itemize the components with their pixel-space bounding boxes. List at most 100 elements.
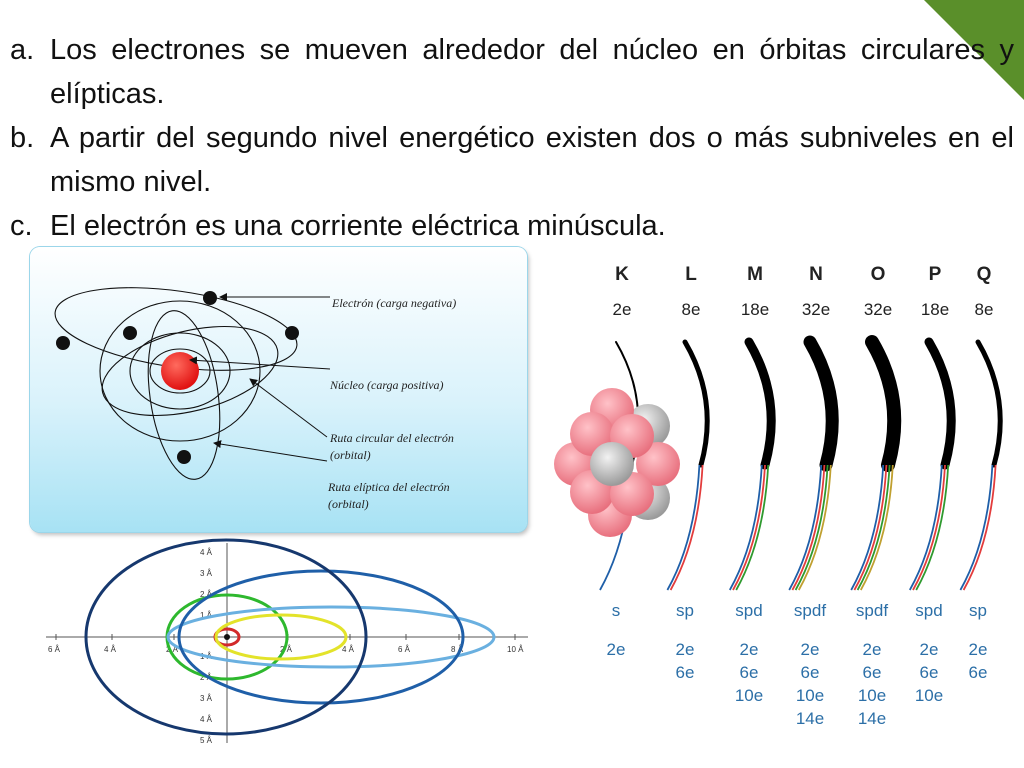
shell-arc-line (729, 464, 763, 591)
orbit-ellipse (177, 569, 465, 705)
shell-arc-line (912, 464, 946, 591)
shell-capacity: 8e (975, 300, 994, 319)
y-tick-label: 1 Å (200, 611, 213, 620)
shell-arc-line (860, 464, 894, 591)
y-tick-labels: 4 Å3 Å2 Å1 Å1 Å2 Å3 Å4 Å5 Å (200, 548, 213, 745)
shell-arc-line (798, 464, 832, 591)
y-tick-label: 4 Å (200, 548, 213, 557)
subshell-electrons: 6e (740, 663, 759, 682)
shell-arc-black (865, 335, 902, 472)
x-tick-label: 4 Å (342, 645, 355, 654)
orbit-paths (54, 287, 298, 480)
x-tick-label: 2 Å (280, 645, 293, 654)
shell-arc-line (735, 464, 770, 591)
subshell-electrons: 10e (915, 686, 943, 705)
shell-arc-black (682, 339, 710, 468)
shell-capacity: 18e (741, 300, 769, 319)
electron-dot (285, 326, 299, 340)
y-tick-label: 3 Å (200, 569, 213, 578)
shell-arc-line (962, 464, 997, 591)
subshell-electrons: 14e (796, 709, 824, 728)
shell-capacity: 2e (613, 300, 632, 319)
shell-capacity: 32e (864, 300, 892, 319)
x-tick-label: 8 Å (451, 645, 464, 654)
subshell-electrons: 6e (863, 663, 882, 682)
label-electron: Electrón (carga negativa) (331, 296, 456, 310)
shell-letter: Q (977, 264, 992, 285)
shell-arc-line (791, 464, 826, 591)
bullet-marker: a. (10, 34, 35, 66)
bullet-b: b. A partir del segundo nivel energético… (10, 116, 1014, 204)
shell-arc-line (856, 464, 891, 591)
label-circular-path: Ruta circular del electrón (329, 431, 454, 445)
subshell-labels: s2esp2e6espd2e6e10espdf2e6e10e14espdf2e6… (607, 601, 988, 728)
bullet-text: Los electrones se mueven alrededor del n… (50, 34, 1014, 110)
label-circular-path-orbital: (orbital) (330, 448, 371, 462)
shell-capacity: 18e (921, 300, 949, 319)
bullet-marker: b. (10, 122, 35, 154)
x-tick-label: 6 Å (398, 645, 411, 654)
y-tick-label: 4 Å (200, 715, 213, 724)
shell-arc-line (850, 464, 885, 591)
subshell-type: spd (915, 601, 942, 620)
y-tick-label: 3 Å (200, 694, 213, 703)
shell-arc-line (794, 464, 829, 591)
shell-letter: O (871, 264, 886, 285)
shell-capacity: 8e (682, 300, 701, 319)
shell-arc-line (915, 464, 950, 591)
subshell-electrons: 6e (676, 663, 695, 682)
bullet-c: c. El electrón es una corriente eléctric… (10, 204, 1014, 248)
y-tick-label: 2 Å (200, 590, 213, 599)
shell-letter: P (929, 264, 942, 285)
subshell-electrons: 14e (858, 709, 886, 728)
bullet-text: El electrón es una corriente eléctrica m… (50, 210, 666, 242)
bullet-list: a. Los electrones se mueven alrededor de… (10, 28, 1014, 248)
shell-arc-line (669, 464, 704, 591)
orbit-ellipse (84, 538, 368, 736)
subshell-electrons: 6e (920, 663, 939, 682)
shell-arc-black (924, 337, 956, 470)
shell-arc-black (803, 335, 839, 472)
orbit-ellipses (84, 538, 496, 736)
atom-diagram: Electrón (carga negativa) Núcleo (carga … (54, 287, 456, 511)
subshell-electrons: 2e (920, 640, 939, 659)
shell-capacity: 32e (802, 300, 830, 319)
plot-origin (224, 634, 230, 640)
subshell-type: spd (735, 601, 762, 620)
nucleus-cluster (554, 388, 680, 537)
electron-dot (123, 326, 137, 340)
label-elliptic-path: Ruta elíptica del electrón (327, 480, 450, 494)
shell-arc-black (744, 337, 776, 470)
x-tick-label: 10 Å (507, 645, 524, 654)
x-tick-label: 6 Å (48, 645, 61, 654)
bullet-a: a. Los electrones se mueven alrededor de… (10, 28, 1014, 116)
shell-arc-line (959, 464, 994, 591)
orbit-ellipse (166, 605, 496, 669)
subshell-electrons: 2e (740, 640, 759, 659)
bullet-marker: c. (10, 210, 33, 242)
shell-arc-line (853, 464, 888, 591)
subshell-electrons: 2e (801, 640, 820, 659)
subshell-type: sp (676, 601, 694, 620)
subshell-electrons: 2e (607, 640, 626, 659)
shell-letter: N (809, 264, 823, 285)
subshell-electrons: 2e (969, 640, 988, 659)
subshell-type: spdf (794, 601, 826, 620)
shell-arc-line (666, 464, 701, 591)
shell-arc-line (732, 464, 766, 591)
subshell-electrons: 10e (735, 686, 763, 705)
shell-letter: M (747, 264, 763, 285)
pointer-arrows (189, 293, 331, 462)
subshell-electrons: 2e (676, 640, 695, 659)
subshell-electrons: 10e (796, 686, 824, 705)
electron-dot (203, 291, 217, 305)
shell-letter: L (685, 264, 697, 285)
shell-arc-black (975, 339, 1003, 468)
x-tick-label: 2 Å (166, 645, 179, 654)
subshell-type: s (612, 601, 621, 620)
electron-dot (177, 450, 191, 464)
bullet-text: A partir del segundo nivel energético ex… (50, 122, 1014, 198)
